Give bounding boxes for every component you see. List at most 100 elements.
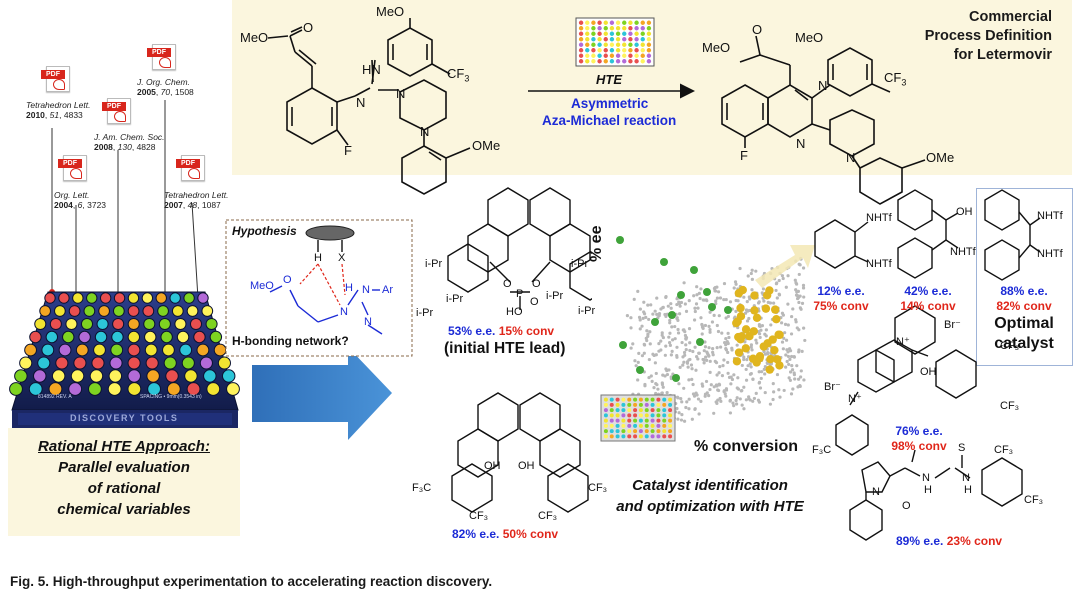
scatter-point	[664, 295, 668, 299]
scatter-point	[638, 307, 642, 311]
atom-label: MeO	[702, 40, 731, 55]
scatter-point-gold	[773, 355, 782, 364]
pdf-icon[interactable]: PDF	[102, 98, 131, 124]
plate-well	[160, 330, 173, 344]
mini-well	[668, 418, 673, 423]
scatter-point	[704, 355, 708, 359]
hypothesis-title: Hypothesis	[232, 224, 297, 238]
scatter-point	[783, 322, 788, 326]
plate-well	[51, 369, 66, 383]
plate-well	[107, 382, 122, 396]
scatter-point	[790, 314, 794, 319]
scatter-point	[692, 294, 696, 298]
atom-label: N	[962, 472, 970, 484]
scatter-point-gold	[741, 344, 750, 353]
approach-line: of rational	[87, 480, 161, 497]
scatter-point	[647, 357, 651, 362]
scatter-point	[699, 399, 703, 403]
scatter-point	[749, 365, 753, 369]
scatter-point	[789, 392, 794, 396]
plate-well	[213, 343, 227, 357]
mini-well	[615, 418, 620, 423]
scatter-point	[649, 374, 653, 378]
plate-well	[221, 369, 236, 383]
mini-well	[615, 26, 621, 31]
mini-well	[622, 31, 627, 36]
scatter-point	[653, 361, 657, 365]
scatter-point	[793, 377, 797, 381]
scatter-point	[675, 297, 679, 301]
mini-well	[627, 402, 632, 407]
scatter-point	[697, 351, 701, 355]
scatter-point	[751, 377, 755, 381]
scatter-point-gold	[734, 348, 744, 357]
mini-well	[627, 413, 632, 418]
catalyst-stat: 12% e.e. 75% conv	[806, 284, 876, 314]
plate-well	[28, 382, 43, 396]
atom-label: CF₃	[994, 444, 1014, 456]
catalyst-blob	[305, 225, 355, 241]
mini-well	[634, 37, 639, 42]
scatter-point	[786, 302, 790, 306]
scatter-point	[684, 343, 688, 347]
scatter-point	[709, 383, 713, 387]
plate-well	[143, 317, 156, 331]
pdf-icon[interactable]: PDF	[176, 155, 205, 181]
pdf-icon[interactable]: PDF	[147, 44, 176, 70]
scatter-point	[749, 371, 753, 376]
plate-well	[186, 382, 201, 396]
mini-well	[662, 429, 667, 434]
plate-well	[145, 356, 159, 370]
ref-volume: 48	[187, 200, 198, 210]
scatter-point	[657, 342, 661, 346]
scatter-point	[701, 326, 705, 330]
optimal-catalyst-label: Optimal catalyst	[980, 314, 1068, 354]
scatter-point	[665, 390, 669, 395]
scatter-point	[720, 331, 724, 335]
scatter-point	[671, 338, 675, 342]
plate-well	[54, 305, 66, 317]
mini-well	[644, 413, 649, 418]
mini-well	[622, 26, 627, 31]
scatter-point	[792, 355, 796, 359]
mini-well	[622, 48, 627, 53]
plate-well	[68, 382, 83, 396]
scatter-point	[696, 397, 701, 401]
scatter-point	[791, 307, 795, 311]
scatter-point	[637, 351, 641, 356]
scatter-point	[679, 418, 684, 422]
scatter-point-gold	[761, 304, 771, 313]
scatter-point	[731, 401, 735, 405]
mini-well	[638, 402, 643, 407]
scatter-point	[747, 295, 751, 299]
pdf-icon[interactable]: PDF	[41, 66, 70, 92]
mini-well	[668, 423, 673, 428]
mini-well	[628, 20, 633, 25]
scatter-point	[751, 399, 755, 403]
pdf-icon[interactable]: PDF	[58, 155, 87, 181]
plate-well	[158, 317, 171, 331]
scatter-point	[719, 345, 723, 349]
plate-well	[193, 330, 206, 344]
scatter-point	[786, 323, 790, 327]
mini-well	[609, 397, 614, 402]
ref-page: 1087	[201, 200, 221, 210]
scatter-point-gold	[736, 335, 745, 344]
scatter-point	[794, 288, 798, 292]
mini-well	[633, 397, 638, 402]
atom-label: MeO	[376, 4, 405, 19]
atom-label: F	[740, 148, 748, 163]
atom-label: X	[338, 252, 346, 264]
plate-well	[147, 382, 161, 396]
mini-well	[650, 408, 655, 413]
scatter-point	[642, 342, 646, 346]
scatter-point	[668, 321, 672, 325]
mini-well	[668, 408, 673, 413]
binol-structure	[451, 392, 589, 513]
mini-well	[640, 20, 645, 25]
scatter-point	[720, 374, 725, 378]
starting-material-structure	[267, 18, 471, 195]
plate-well	[196, 343, 210, 357]
mini-well	[646, 42, 652, 47]
